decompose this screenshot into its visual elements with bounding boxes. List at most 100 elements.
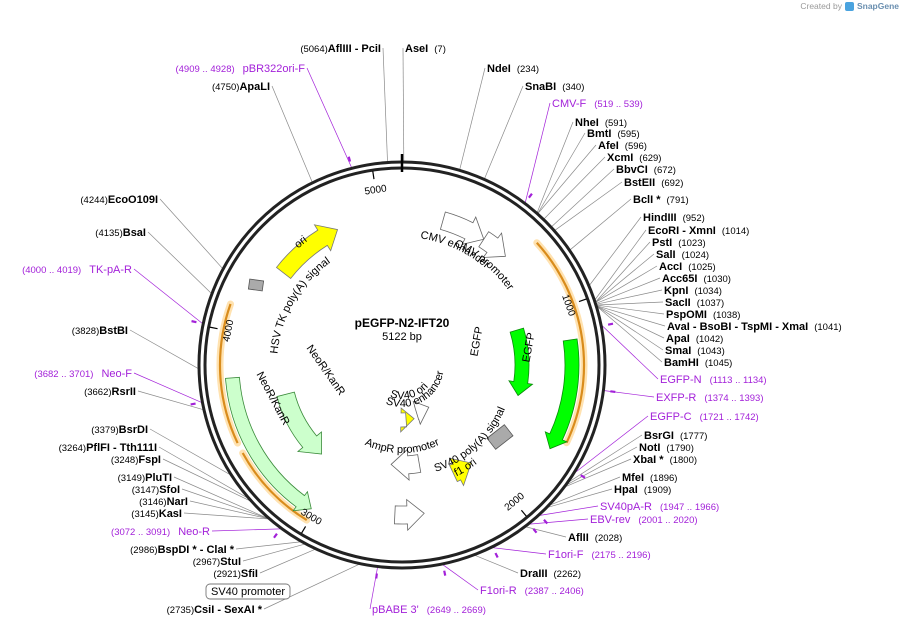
backbone-rings — [197, 154, 607, 570]
enzyme-position: (3379) — [91, 425, 118, 436]
primer-leader — [442, 564, 479, 591]
enzyme-label: (3149)PluTI — [118, 472, 172, 484]
enzyme-leader — [595, 265, 658, 303]
enzyme-label: (4135)BsaI — [95, 227, 146, 239]
enzyme-leader — [596, 301, 664, 306]
primer-leader — [524, 102, 551, 203]
enzyme-name: BsoBI — [700, 321, 732, 333]
enzyme-leader — [567, 446, 638, 485]
enzyme-label: SalI(1024) — [656, 249, 709, 261]
primer-name: EXFP-R — [656, 392, 696, 404]
plasmid-name: pEGFP-N2-IFT20 — [355, 316, 450, 330]
enzyme-name: PciI — [361, 43, 381, 55]
enzyme-position: (3147) — [132, 485, 159, 496]
primer-leader — [306, 67, 352, 168]
primer-position: (1113 .. 1134) — [710, 375, 767, 386]
hsv-tk-polya-box — [247, 278, 265, 292]
enzyme-leader — [537, 144, 597, 214]
hsv-tk-polya-label: HSV TK poly(A) signal — [268, 255, 332, 354]
enzyme-name: NarI — [167, 496, 188, 508]
enzyme-name: AflIII — [328, 43, 352, 55]
enzyme-label: AflII(2028) — [568, 532, 622, 544]
enzyme-name: AseI — [405, 43, 428, 55]
enzyme-label: (3147)SfoI — [132, 484, 180, 496]
primer-name: pBABE 3' — [372, 604, 419, 616]
enzyme-leader — [570, 198, 632, 250]
enzyme-name: StuI — [220, 556, 241, 568]
enzyme-label: (3828)BstBI — [72, 325, 128, 337]
enzyme-leader — [596, 277, 661, 304]
sv40-promoter-box — [205, 583, 291, 600]
neor-inner-arrow — [276, 391, 322, 455]
enzyme-name: XbaI * — [633, 454, 664, 466]
enzyme-label: (3145)KasI — [131, 508, 182, 520]
enzyme-label: AfeI(596) — [598, 140, 647, 152]
primer-position: (1721 .. 1742) — [700, 412, 759, 423]
egfp-inner-label: EGFP — [469, 326, 486, 358]
enzyme-leader — [181, 488, 268, 519]
enzyme-name: SnaBI — [525, 81, 556, 93]
enzyme-label: (5064)AflIII - PciI — [300, 43, 381, 55]
enzyme-position: (1014) — [722, 226, 749, 237]
enzyme-label: XcmI(629) — [607, 152, 661, 164]
primer-site-mark — [607, 322, 614, 326]
enzyme-position: (1038) — [713, 310, 740, 321]
enzyme-leader — [595, 253, 655, 303]
enzyme-name: SacII — [665, 297, 691, 309]
enzyme-name: HpaI — [614, 484, 638, 496]
enzyme-leader — [259, 549, 315, 574]
enzyme-name: ClaI * — [206, 544, 234, 556]
enzyme-position: (3145) — [131, 509, 158, 520]
enzyme-leader — [475, 555, 519, 574]
enzyme-name: NotI — [639, 442, 660, 454]
primer-position: (2649 .. 2669) — [427, 605, 486, 616]
enzyme-position: (5064) — [300, 44, 327, 55]
enzyme-position: (1041) — [814, 322, 841, 333]
enzyme-name: BsrDI — [119, 424, 148, 436]
enzyme-position: (234) — [517, 64, 539, 75]
enzyme-position: (4135) — [95, 228, 122, 239]
enzyme-position: (2028) — [595, 533, 622, 544]
enzyme-leader — [596, 289, 663, 305]
enzyme-leader — [129, 329, 199, 369]
primer-label: (4000 .. 4019)TK-pA-R — [22, 264, 132, 276]
enzyme-name: BstBI — [99, 325, 128, 337]
tick-label: 4000 — [221, 318, 236, 342]
primer-label: (4909 .. 4928)pBR322ori-F — [175, 63, 305, 75]
enzyme-label: (3379)BsrDI — [91, 424, 148, 436]
enzyme-position: (952) — [683, 213, 705, 224]
plasmid-size: 5122 bp — [382, 331, 422, 343]
enzyme-label: (3264)PflFI - Tth111I — [59, 442, 157, 454]
enzyme-leader — [484, 85, 524, 179]
enzyme-label: Acc65I(1030) — [662, 273, 731, 285]
primer-label: EBV-rev(2001 .. 2020) — [590, 514, 698, 526]
enzyme-name: PspOMI — [666, 309, 707, 321]
ampr-promoter-label: AmpR promoter — [363, 436, 441, 456]
primer-site-mark — [494, 552, 499, 559]
enzyme-position: (3662) — [84, 387, 111, 398]
primer-site-mark — [443, 570, 447, 576]
ampr-orange-arc-b — [218, 303, 239, 444]
enzyme-leader — [589, 216, 642, 286]
enzyme-separator: - — [352, 43, 362, 55]
enzyme-leader — [242, 543, 305, 562]
enzyme-position: (1030) — [703, 274, 730, 285]
enzyme-name: XmnI — [689, 225, 716, 237]
enzyme-position: (3149) — [118, 473, 145, 484]
primer-position: (2001 .. 2020) — [638, 515, 697, 526]
primer-position: (2387 .. 2406) — [525, 586, 584, 597]
enzyme-separator: - — [110, 442, 120, 454]
enzyme-leader — [597, 306, 663, 363]
leader-lines — [129, 47, 666, 610]
enzyme-name: RsrII — [112, 386, 136, 398]
primer-label: (3682 .. 3701)Neo-F — [34, 368, 132, 380]
primer-leader — [601, 325, 659, 380]
enzyme-leader — [263, 564, 359, 610]
primer-name: F1ori-F — [548, 549, 584, 561]
credit-brand: SnapGene — [856, 1, 899, 11]
enzyme-position: (3264) — [59, 443, 86, 454]
primer-site-mark — [580, 474, 586, 479]
enzyme-name: SmaI — [665, 345, 691, 357]
enzyme-leader — [526, 526, 567, 538]
